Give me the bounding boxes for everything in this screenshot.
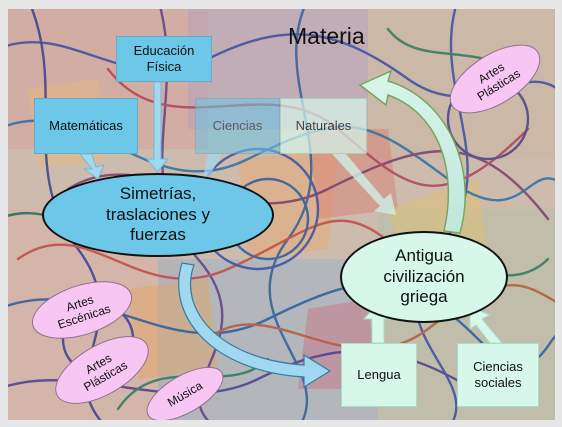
naturales-box: Naturales: [280, 98, 367, 154]
page-title: Materia: [288, 23, 365, 49]
curved-arrow-simetrias-to-lengua: [178, 262, 332, 389]
educacion-fisica-box: Educación Física: [116, 36, 212, 82]
antigua-ellipse: Antigua civilización griega: [340, 231, 508, 323]
slide-canvas: Materia Educación Física Matemáticas Cie…: [8, 9, 555, 420]
tag-musica-label: Música: [164, 378, 205, 410]
matematicas-box: Matemáticas: [34, 98, 138, 154]
simetrias-ellipse: Simetrías, traslaciones y fuerzas: [42, 173, 274, 257]
ciencias-box: Ciencias: [195, 98, 280, 154]
ciencias-sociales-box: Ciencias sociales: [457, 343, 539, 407]
arrow-educacion-to-simetrias: [145, 81, 170, 173]
simetrias-label: Simetrías, traslaciones y fuerzas: [106, 184, 210, 245]
arrow-naturales-to-antigua: [332, 154, 396, 215]
arrow-matematicas-to-simetrias: [78, 153, 105, 180]
curved-arrow-antigua-to-naturales: [358, 69, 466, 234]
antigua-label: Antigua civilización griega: [383, 246, 465, 307]
